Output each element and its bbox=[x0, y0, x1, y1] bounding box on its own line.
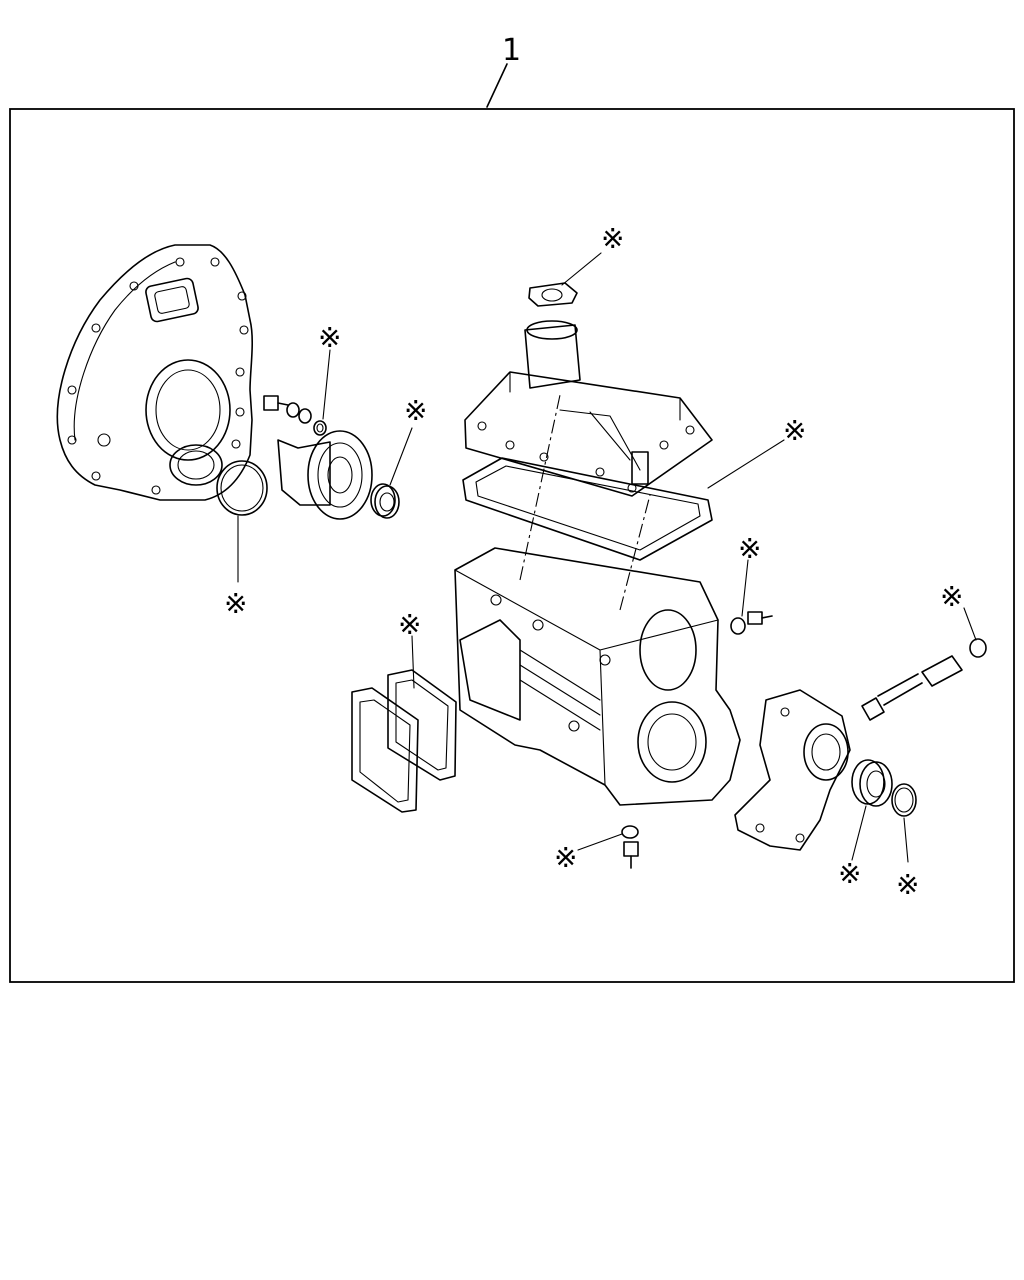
mark-filler-plug-washer: ※ bbox=[738, 532, 761, 565]
drain-plug bbox=[623, 841, 639, 869]
speedometer-o-ring bbox=[969, 638, 987, 658]
rear-oil-seal bbox=[851, 759, 893, 807]
clutch-housing bbox=[56, 244, 254, 501]
transmission-case bbox=[454, 547, 741, 806]
mark-shift-tower-seal-plate: ※ bbox=[601, 222, 624, 255]
mark-rear-oil-seal: ※ bbox=[838, 857, 861, 890]
drain-plug-washer bbox=[621, 825, 639, 839]
mark-retainer-bolts: ※ bbox=[318, 321, 341, 354]
shift-tower-seal-plate bbox=[528, 282, 578, 307]
mark-cover-gasket: ※ bbox=[783, 414, 806, 447]
housing-o-ring bbox=[216, 460, 268, 516]
mark-rear-snap-ring: ※ bbox=[896, 868, 919, 901]
side-cover-plate bbox=[351, 687, 419, 813]
rear-snap-ring bbox=[891, 783, 917, 817]
reference-leader bbox=[486, 63, 508, 108]
rear-extension-housing bbox=[734, 689, 851, 851]
filler-plug-washer bbox=[730, 611, 773, 635]
mark-retainer-oil-seal: ※ bbox=[404, 394, 427, 427]
release-bearing-retainer bbox=[277, 430, 373, 520]
retainer-oil-seal bbox=[370, 483, 400, 519]
cover-gasket bbox=[462, 457, 713, 561]
diagram-frame bbox=[9, 108, 1015, 983]
mark-drain-plug-washer: ※ bbox=[554, 841, 577, 874]
center-line bbox=[519, 394, 561, 581]
speedometer-sleeve bbox=[861, 655, 963, 721]
side-cover-gasket bbox=[387, 669, 457, 781]
mark-housing-o-ring: ※ bbox=[224, 587, 247, 620]
reference-number: 1 bbox=[502, 33, 521, 68]
gearshift-cover bbox=[464, 320, 713, 497]
retainer-bolt-washer-set bbox=[263, 395, 327, 436]
mark-side-cover-gasket: ※ bbox=[398, 608, 421, 641]
mark-speedometer-o-ring: ※ bbox=[940, 580, 963, 613]
